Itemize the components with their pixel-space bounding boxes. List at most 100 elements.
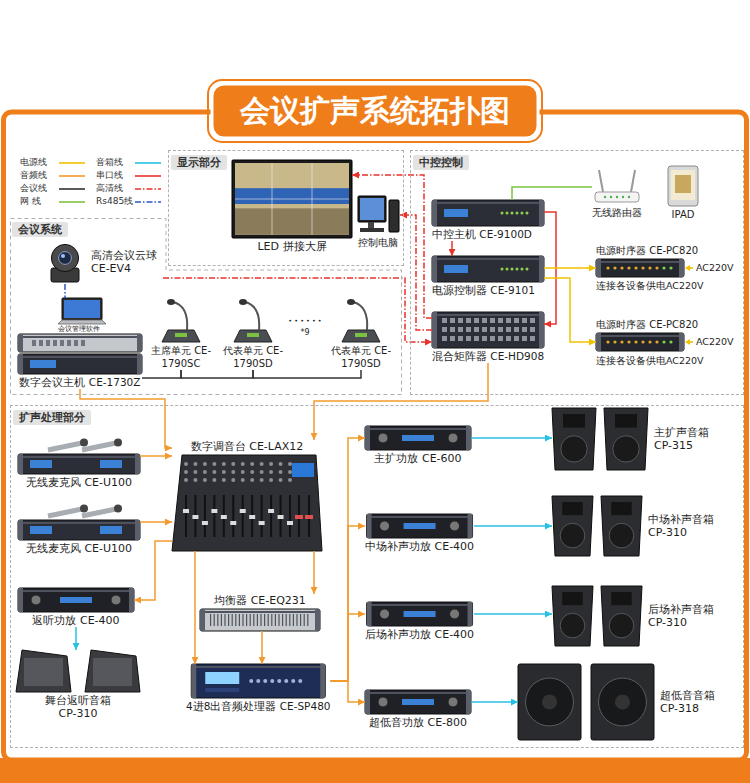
eq-icon (286, 614, 287, 626)
screen-icon (235, 163, 349, 235)
eq-icon (260, 614, 261, 626)
eq-icon (246, 614, 247, 626)
device-box: 均衡器 CE-EQ231 (200, 594, 320, 631)
wmic-icon (82, 443, 116, 450)
spk-icon (601, 586, 642, 646)
title-banner: 会议扩声系统拓扑图 (212, 84, 538, 138)
device-picture-slot (596, 333, 684, 351)
rack-icon (432, 200, 437, 226)
rack-icon (516, 268, 519, 271)
matrix-icon (514, 318, 519, 323)
legend-text: 电源线 (20, 156, 58, 169)
seq-icon (679, 333, 684, 351)
seq-icon (641, 340, 644, 343)
mixer-icon (241, 462, 245, 466)
host-icon (20, 336, 140, 338)
screen-icon (232, 160, 352, 238)
screen-icon (235, 188, 349, 204)
mixer-icon (231, 470, 235, 474)
eq-icon (242, 614, 243, 626)
sub-icon (591, 664, 654, 740)
seq-icon (613, 340, 616, 343)
proc-icon (320, 664, 325, 698)
mixer-icon (250, 470, 254, 474)
mixer-icon (268, 509, 274, 513)
eq-icon (296, 614, 297, 626)
pc-icon (389, 200, 399, 232)
proc-icon (249, 679, 253, 683)
amp-icon (448, 433, 458, 443)
device-label: 无线路由器 (592, 206, 642, 219)
matrix-icon (474, 318, 479, 323)
unit-icon (167, 299, 175, 305)
connector (544, 267, 596, 269)
matrix-icon (432, 312, 437, 348)
device-box: 无线路由器 (592, 170, 642, 219)
unit-icon (234, 299, 272, 342)
amp-icon (378, 697, 388, 707)
host-icon (137, 334, 142, 352)
unit-icon (175, 333, 187, 337)
legend-line-sample (59, 162, 85, 164)
matrix-icon (450, 336, 455, 341)
amp-icon (380, 521, 390, 531)
note-label: 会议管理软件 (58, 325, 100, 333)
device-picture-slot (200, 609, 320, 631)
seq-icon (648, 266, 651, 269)
amp-icon (402, 435, 434, 441)
wmic-icon (82, 509, 116, 516)
proc-icon (256, 679, 260, 683)
seq-icon (620, 340, 623, 343)
wmic-icon (18, 520, 140, 540)
device-box: 无线麦克风 CE-U100 (18, 438, 140, 489)
note-label: 连接各设备供电AC220V (596, 281, 704, 292)
matrix-icon (432, 312, 544, 348)
seq-icon (596, 333, 684, 351)
eq-icon (315, 609, 320, 631)
eq-icon (250, 614, 251, 626)
device-box: 后场补声功放 CE-400 (365, 602, 474, 641)
spk-icon (562, 592, 583, 605)
unit-icon (342, 299, 380, 342)
device-label: 数字调音台 CE-LAX12 (191, 440, 304, 453)
device-label: 电源控制器 CE-9101 (432, 284, 535, 297)
connector (163, 278, 432, 342)
amp-icon (111, 595, 121, 605)
proc-icon (263, 679, 267, 683)
host-icon (81, 340, 85, 346)
host-icon (67, 340, 71, 346)
host-icon (20, 356, 140, 358)
spk-icon (563, 414, 585, 428)
spk-icon (609, 613, 634, 638)
matrix-icon (442, 327, 447, 332)
spk-icon (604, 408, 648, 470)
device-box: 高清会议云球 CE-EV4 (45, 240, 163, 284)
amp-icon (367, 514, 372, 538)
mixer-icon (202, 521, 208, 525)
device-picture-slot (596, 259, 684, 277)
matrix-icon (506, 327, 511, 332)
host-icon (18, 334, 23, 352)
host-icon (18, 354, 142, 374)
unit-icon (247, 333, 259, 337)
seq-icon (596, 259, 601, 277)
connector (471, 437, 552, 439)
device-label: 中场补声音箱 CP-310 (648, 513, 724, 539)
device-label: 电源时序器 CE-PC820 (596, 318, 698, 331)
connector (474, 613, 552, 615)
proc-icon (270, 679, 274, 683)
monitor-icon (24, 658, 63, 686)
connector (253, 370, 361, 378)
legend-line-sample (134, 159, 162, 167)
device-label: 主扩声音箱 CP-315 (654, 426, 730, 452)
rack-icon (506, 212, 509, 215)
mixer-icon (183, 509, 189, 513)
amp-icon (404, 611, 436, 617)
mixer-icon (211, 509, 217, 513)
camera-icon (61, 254, 65, 258)
device-box: 代表单元 CE-1790SD (330, 298, 392, 370)
eq-icon (268, 614, 269, 626)
note-label: AC220V (696, 263, 734, 274)
eq-icon (253, 614, 254, 626)
amp-icon (367, 514, 473, 538)
